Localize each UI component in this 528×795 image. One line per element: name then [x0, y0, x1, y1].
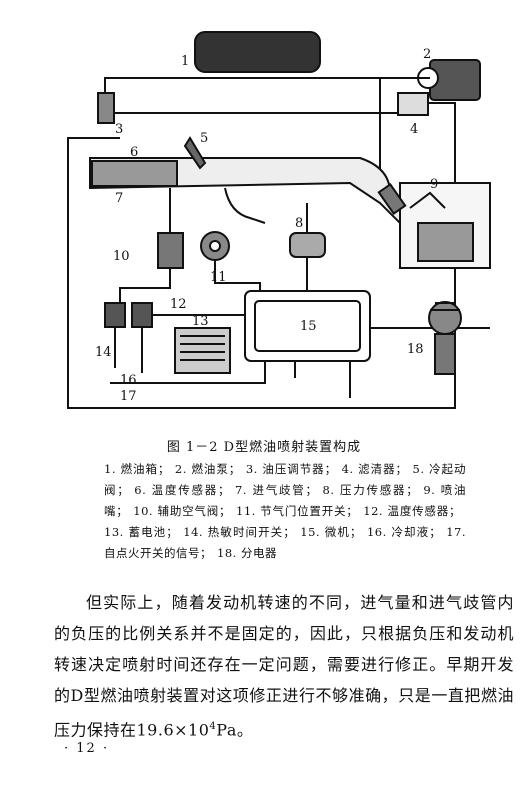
legend-item: 12. 温度传感器； — [363, 504, 461, 518]
callout: 6 — [130, 145, 138, 160]
injector — [377, 182, 407, 216]
legend-item: 10. 辅助空气阀； — [133, 504, 231, 518]
paragraph-text: 但实际上，随着发动机转速的不同，进气量和进气歧管内的负压的比例关系并不是固定的，… — [54, 593, 514, 740]
legend-item: 16. 冷却液； — [366, 525, 442, 539]
paragraph-tail: Pa。 — [216, 720, 254, 740]
callout: 12 — [170, 297, 187, 312]
pressure-sensor — [289, 232, 326, 258]
callout: 1 — [181, 54, 189, 69]
page-number: · 12 · — [64, 741, 110, 756]
callout: 9 — [430, 177, 438, 192]
legend-item: 15. 微机； — [300, 525, 362, 539]
callout: 4 — [410, 122, 418, 137]
legend-item: 18. 分电器 — [217, 546, 277, 560]
diagram-svg: 1 2 3 4 5 6 7 8 9 10 11 12 13 14 15 16 1… — [67, 31, 491, 409]
fuel-injection-diagram: 1 2 3 4 5 6 7 8 9 10 11 12 13 14 15 16 1… — [50, 18, 510, 428]
callout: 15 — [300, 319, 317, 334]
pressure-regulator — [97, 92, 115, 124]
fuel-filter — [397, 92, 429, 116]
figure-caption: 图 1－2 D型燃油喷射装置构成 — [166, 440, 362, 455]
callout: 7 — [115, 191, 123, 206]
legend-item: 2. 燃油泵； — [174, 462, 241, 476]
temp-sensor-12 — [131, 302, 153, 328]
callout: 2 — [423, 47, 431, 62]
legend-item: 4. 滤清器； — [341, 462, 408, 476]
callout: 11 — [210, 270, 227, 285]
callout: 16 — [120, 373, 137, 388]
callout: 10 — [113, 249, 130, 264]
legend-item: 3. 油压调节器； — [245, 462, 337, 476]
cold-start-valve — [183, 136, 207, 170]
callout: 13 — [192, 314, 209, 329]
legend-item: 11. 节气门位置开关； — [236, 504, 359, 518]
callout: 8 — [295, 216, 303, 231]
callout: 18 — [407, 342, 424, 357]
legend-item: 13. 蓄电池； — [104, 525, 179, 539]
callout: 3 — [115, 122, 123, 137]
callout: 17 — [120, 389, 137, 404]
paragraph: 但实际上，随着发动机转速的不同，进气量和进气歧管内的负压的比例关系并不是固定的，… — [54, 587, 514, 745]
legend-item: 7. 进气歧管； — [235, 483, 318, 497]
fuel-tank — [194, 31, 321, 73]
legend-item: 14. 热敏时间开关； — [183, 525, 296, 539]
distributor — [428, 301, 462, 335]
exponent: 4 — [209, 721, 217, 732]
battery — [174, 327, 231, 374]
body-text: 但实际上，随着发动机转速的不同，进气量和进气歧管内的负压的比例关系并不是固定的，… — [54, 587, 514, 745]
legend-item: 9. 喷油嘴； — [104, 483, 466, 518]
thermo-time-switch — [104, 302, 126, 328]
figure-legend: 1. 燃油箱； 2. 燃油泵； 3. 油压调节器； 4. 滤清器；5. 冷起动阀；6.… — [104, 459, 466, 564]
legend-item: 8. 压力传感器； — [322, 483, 419, 497]
ecu — [244, 290, 371, 362]
aux-air-valve — [157, 232, 184, 269]
legend-item: 6. 温度传感器； — [134, 483, 231, 497]
legend-item: 1. 燃油箱； — [104, 462, 170, 476]
legend-item: 5. 冷起动阀； — [104, 462, 466, 497]
legend-item: 17. 自点火开关的信号； — [104, 525, 466, 560]
callout: 5 — [200, 131, 208, 146]
callout: 14 — [95, 345, 112, 360]
